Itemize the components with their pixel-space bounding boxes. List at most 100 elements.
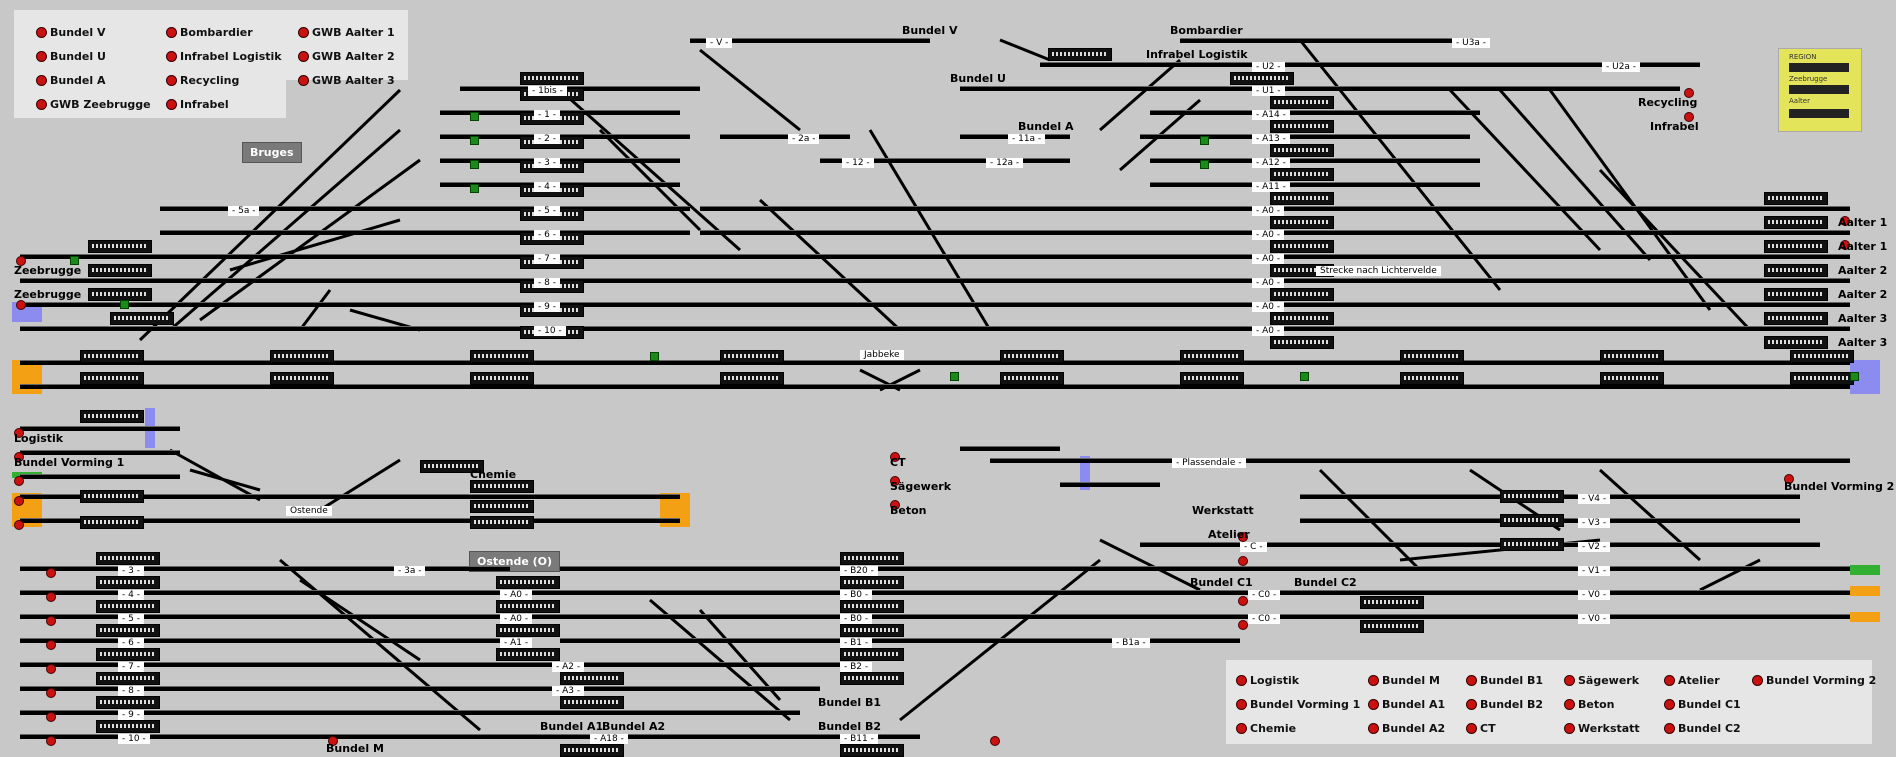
track-display[interactable]	[1764, 264, 1828, 277]
track-label[interactable]: - A0 -	[1252, 206, 1285, 216]
place-label[interactable]: Bundel B2	[818, 720, 882, 733]
signal-icon[interactable]	[46, 736, 56, 746]
track-end-marker[interactable]	[1850, 586, 1880, 596]
signal-icon[interactable]	[46, 688, 56, 698]
track-display[interactable]	[1270, 120, 1334, 133]
track-display[interactable]	[470, 350, 534, 363]
track-label[interactable]: - A0 -	[1252, 230, 1285, 240]
track-display[interactable]	[96, 720, 160, 733]
signal-icon[interactable]	[1840, 216, 1850, 226]
legend-item[interactable]: Bundel A2	[1368, 722, 1445, 735]
legend-item[interactable]: Chemie	[1236, 722, 1296, 735]
track-label[interactable]: - 5 -	[534, 206, 560, 216]
legend-item[interactable]: Bundel M	[1368, 674, 1440, 687]
track-display[interactable]	[110, 312, 174, 325]
track-label[interactable]: - 7 -	[118, 662, 144, 672]
signal-icon[interactable]	[890, 500, 900, 510]
track-display[interactable]	[1600, 350, 1664, 363]
track-display[interactable]	[1180, 350, 1244, 363]
signal-green-icon[interactable]	[70, 256, 79, 265]
legend-item[interactable]: CT	[1466, 722, 1496, 735]
place-label[interactable]: Bundel Vorming 2	[1784, 480, 1895, 493]
track-display[interactable]	[1000, 372, 1064, 385]
legend-item[interactable]: Bundel A	[36, 74, 106, 87]
track-display[interactable]	[1764, 192, 1828, 205]
track-label[interactable]: - A12 -	[1252, 158, 1290, 168]
signal-icon[interactable]	[16, 300, 26, 310]
track-label[interactable]: - 3 -	[118, 566, 144, 576]
signal-icon[interactable]	[990, 736, 1000, 746]
track-label[interactable]: - B0 -	[840, 614, 873, 624]
place-label[interactable]: Aalter 3	[1838, 312, 1888, 325]
track-label[interactable]: - C0 -	[1248, 614, 1281, 624]
track-display[interactable]	[560, 744, 624, 757]
place-label[interactable]: Aalter 1	[1838, 216, 1888, 229]
track-label[interactable]: - 9 -	[534, 302, 560, 312]
track-display[interactable]	[496, 648, 560, 661]
legend-item[interactable]: Infrabel	[166, 98, 229, 111]
track-display[interactable]	[1270, 192, 1334, 205]
bruges-station-box[interactable]: Bruges	[242, 142, 302, 163]
legend-item[interactable]: GWB Aalter 2	[298, 50, 395, 63]
place-label[interactable]: Chemie	[470, 468, 517, 481]
signal-icon[interactable]	[1784, 474, 1794, 484]
track-display[interactable]	[1764, 240, 1828, 253]
track-display[interactable]	[1270, 240, 1334, 253]
legend-item[interactable]: Bundel C2	[1664, 722, 1741, 735]
signal-icon[interactable]	[1238, 556, 1248, 566]
place-label[interactable]: Bundel V	[902, 24, 958, 37]
track-label[interactable]: - 12a -	[986, 158, 1024, 168]
place-label[interactable]: Bundel M	[326, 742, 384, 755]
legend-item[interactable]: Bundel Vorming 2	[1752, 674, 1876, 687]
track-label[interactable]: - A1 -	[500, 638, 533, 648]
track-display[interactable]	[80, 490, 144, 503]
legend-item[interactable]: Recycling	[166, 74, 239, 87]
track-display[interactable]	[470, 516, 534, 529]
place-label[interactable]: Bombardier	[1170, 24, 1243, 37]
track-label[interactable]: - 12 -	[842, 158, 874, 168]
track-display[interactable]	[496, 600, 560, 613]
track-label[interactable]: - V -	[706, 38, 733, 48]
legend-item[interactable]: Bundel C1	[1664, 698, 1741, 711]
signal-icon[interactable]	[14, 496, 24, 506]
track-display[interactable]	[1360, 596, 1424, 609]
track-label[interactable]: - 2a -	[788, 134, 820, 144]
track-display[interactable]	[80, 350, 144, 363]
track-display[interactable]	[840, 744, 904, 757]
track-display[interactable]	[1600, 372, 1664, 385]
track-display[interactable]	[80, 410, 144, 423]
track-label[interactable]: - B2 -	[840, 662, 873, 672]
track-label[interactable]: - 6 -	[118, 638, 144, 648]
signal-green-icon[interactable]	[470, 136, 479, 145]
track-label[interactable]: - A0 -	[1252, 254, 1285, 264]
track-label[interactable]: - B11 -	[840, 734, 878, 744]
track-label[interactable]: - 2 -	[534, 134, 560, 144]
track-label[interactable]: - 1 -	[534, 110, 560, 120]
legend-item[interactable]: Bundel U	[36, 50, 106, 63]
place-label[interactable]: Logistik	[14, 432, 64, 445]
track-label[interactable]: - 3a -	[394, 566, 426, 576]
place-label[interactable]: Bundel U	[950, 72, 1006, 85]
place-label[interactable]: Bundel B1	[818, 696, 882, 709]
track-display[interactable]	[1790, 372, 1854, 385]
track-display[interactable]	[720, 372, 784, 385]
track-label[interactable]: - C -	[1240, 542, 1267, 552]
place-label[interactable]: Zeebrugge	[14, 288, 82, 301]
place-label[interactable]: Zeebrugge	[14, 264, 82, 277]
legend-item[interactable]: Bundel A1	[1368, 698, 1445, 711]
place-label[interactable]: Aalter 2	[1838, 264, 1888, 277]
legend-item[interactable]: Bundel V	[36, 26, 106, 39]
track-label[interactable]: - 7 -	[534, 254, 560, 264]
track-display[interactable]	[496, 624, 560, 637]
track-label[interactable]: - 4 -	[534, 182, 560, 192]
track-label[interactable]: - A11 -	[1252, 182, 1290, 192]
track-display[interactable]	[1500, 538, 1564, 551]
legend-item[interactable]: GWB Aalter 3	[298, 74, 395, 87]
track-display[interactable]	[96, 600, 160, 613]
track-label[interactable]: - 11a -	[1008, 134, 1046, 144]
track-display[interactable]	[1230, 72, 1294, 85]
signal-icon[interactable]	[1684, 88, 1694, 98]
track-label[interactable]: - 3 -	[534, 158, 560, 168]
place-label[interactable]: Bundel C1	[1190, 576, 1253, 589]
signal-icon[interactable]	[1238, 596, 1248, 606]
